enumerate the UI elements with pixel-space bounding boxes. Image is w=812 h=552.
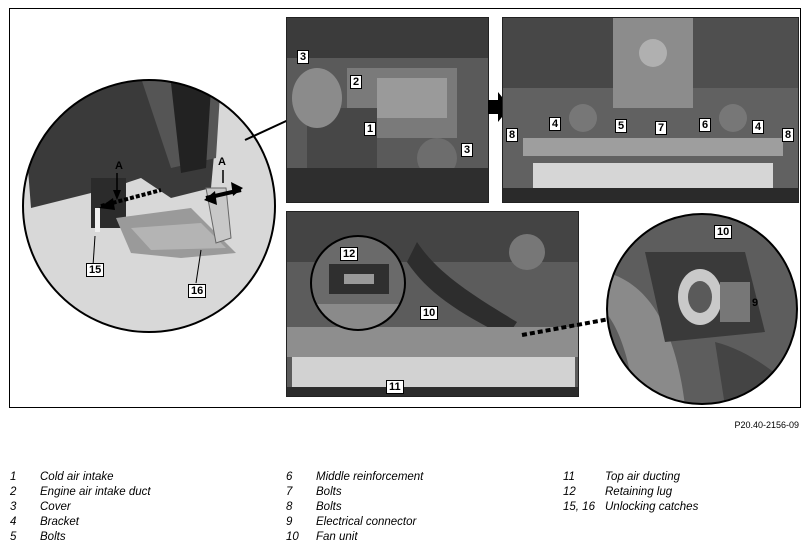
legend-num: 6 xyxy=(286,471,293,483)
legend-num: 8 xyxy=(286,501,293,513)
callout-7-top: 7 xyxy=(655,121,668,135)
callout-12: 12 xyxy=(340,247,359,261)
legend-item: 11 Top air ducting xyxy=(563,470,698,485)
legend-text: Cold air intake xyxy=(40,471,114,483)
callout-5: 5 xyxy=(615,119,628,133)
callout-16: 16 xyxy=(188,284,207,298)
callout-3-b: 3 xyxy=(461,143,474,157)
legend-num: 7 xyxy=(286,486,293,498)
callout-6: 6 xyxy=(699,118,712,132)
callout-8-left: 8 xyxy=(506,128,519,142)
detail-circle-left xyxy=(21,78,277,334)
engine-photo-top-right xyxy=(502,17,799,203)
legend-item: 5 Bolts xyxy=(10,530,151,545)
legend-text: Unlocking catches xyxy=(605,501,699,513)
legend-item: 8 Bolts xyxy=(286,500,423,515)
legend-column-3: 11 Top air ducting 12 Retaining lug 15, 16… xyxy=(563,470,698,515)
legend-item: 6 Middle reinforcement xyxy=(286,470,423,485)
callout-A-left: A xyxy=(115,160,123,172)
legend-num: 5 xyxy=(10,531,17,543)
callout-3-a: 3 xyxy=(297,50,310,64)
legend-item: 3 Cover xyxy=(10,500,151,515)
callout-8-right: 8 xyxy=(782,128,795,142)
legend-item: 2 Engine air intake duct xyxy=(10,485,151,500)
legend-item: 9 Electrical connector xyxy=(286,515,423,530)
legend-text: Retaining lug xyxy=(605,486,673,498)
legend-text: Bolts xyxy=(316,486,342,498)
legend-num: 10 xyxy=(286,531,299,543)
callout-4-left: 4 xyxy=(549,117,562,131)
legend-item: 12 Retaining lug xyxy=(563,485,698,500)
legend-num: 9 xyxy=(286,516,293,528)
callout-1: 1 xyxy=(364,122,377,136)
callout-4-right: 4 xyxy=(752,120,765,134)
figure-code: P20.40-2156-09 xyxy=(734,420,799,430)
legend-num: 15, 16 xyxy=(563,501,595,513)
legend-item: 1 Cold air intake xyxy=(10,470,151,485)
engine-photo-top-left xyxy=(286,17,489,203)
legend-text: Bolts xyxy=(316,501,342,513)
legend-num: 11 xyxy=(563,471,575,483)
legend-text: Top air ducting xyxy=(605,471,681,483)
legend-text: Middle reinforcement xyxy=(316,471,424,483)
legend-text: Electrical connector xyxy=(316,516,417,528)
callout-10-detail: 10 xyxy=(714,225,733,239)
legend-text: Bracket xyxy=(40,516,79,528)
callout-10-bottom: 10 xyxy=(420,306,439,320)
legend-num: 12 xyxy=(563,486,576,498)
legend-item: 15, 16 Unlocking catches xyxy=(563,500,698,515)
callout-2: 2 xyxy=(350,75,363,89)
arrow-right-icon xyxy=(488,92,510,122)
legend-num: 4 xyxy=(10,516,17,528)
detail-circle-right xyxy=(605,212,799,406)
callout-9: 9 xyxy=(752,297,759,309)
legend-text: Cover xyxy=(40,501,71,513)
legend-item: 7 Bolts xyxy=(286,485,423,500)
legend-num: 2 xyxy=(10,486,17,498)
legend-text: Engine air intake duct xyxy=(40,486,151,498)
callout-15: 15 xyxy=(86,263,105,277)
legend-num: 1 xyxy=(10,471,17,483)
callout-11: 11 xyxy=(386,380,404,394)
legend-text: Fan unit xyxy=(316,531,358,543)
legend-item: 10 Fan unit xyxy=(286,530,423,545)
legend-text: Bolts xyxy=(40,531,66,543)
legend-column-1: 1 Cold air intake 2 Engine air intake duct… xyxy=(10,470,151,545)
legend-item: 4 Bracket xyxy=(10,515,151,530)
callout-A-right: A xyxy=(218,156,226,168)
legend-num: 3 xyxy=(10,501,17,513)
